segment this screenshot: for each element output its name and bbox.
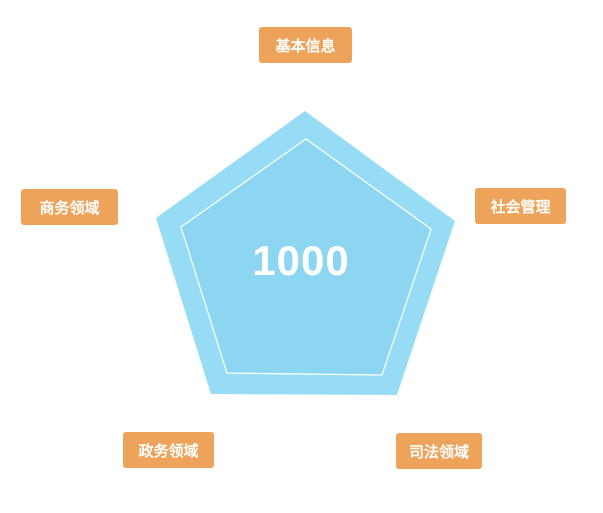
score-value: 1000 [252,237,350,284]
government-field-button[interactable]: 政务领域 [123,432,214,468]
social-management-button[interactable]: 社会管理 [475,188,566,224]
basic-info-button[interactable]: 基本信息 [259,27,352,63]
business-field-button[interactable]: 商务领域 [21,189,118,225]
judicial-field-button[interactable]: 司法领域 [396,433,482,469]
